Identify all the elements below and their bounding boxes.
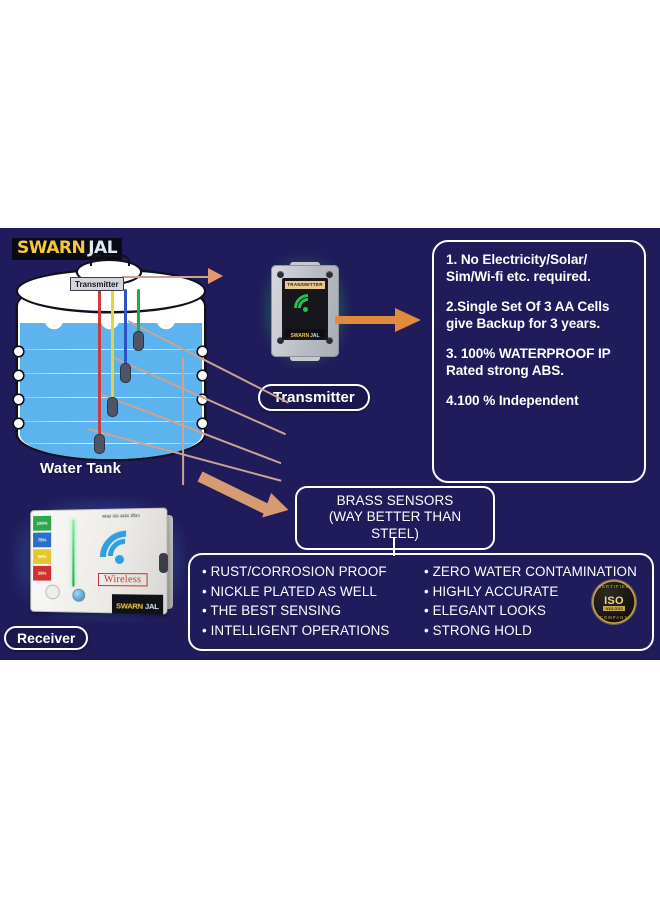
transmitter-screw [277, 337, 284, 344]
tank-notch [198, 371, 207, 380]
benefit-item: • ELEGANT LOOKS [424, 603, 547, 619]
benefits-box: • RUST/CORROSION PROOF • NICKLE PLATED A… [188, 553, 654, 651]
transmitter-label-pill: Transmitter [258, 384, 370, 411]
sensor-wire-yellow [111, 289, 115, 401]
receiver-label-pill: Receiver [4, 626, 89, 650]
receiver-wireless-label: Wireless [97, 573, 148, 587]
transmitter-screw [326, 337, 333, 344]
tank-notch [198, 419, 207, 428]
wifi-icon [288, 288, 328, 328]
tank-notch [14, 419, 23, 428]
iso-badge-top-text: CERTIFIED [598, 584, 630, 589]
transmitter-faceplate: TRANSMITTER SWARNJAL [282, 278, 328, 340]
tank-handle [90, 255, 130, 266]
transmitter-screw [326, 271, 333, 278]
tank-rib [22, 443, 200, 444]
tank-notch [198, 395, 207, 404]
benefit-item: • THE BEST SENSING [202, 603, 342, 619]
iso-badge-bottom-text: COMPANY [599, 615, 629, 620]
receiver-device: 100% 75% 50% 25% स्वच्छ जल स्वस्थ जीवन W… [14, 499, 193, 628]
tank-notch [14, 347, 23, 356]
sensor-probe-blue [121, 364, 130, 382]
iso-certified-badge: CERTIFIED ISO 9001:2015 COMPANY [592, 580, 636, 624]
receiver-logo-part2: JAL [144, 601, 159, 611]
feature-item-4: 4.100 % Independent [446, 392, 579, 408]
transmitter-screw [277, 271, 284, 278]
arrow-line-tank-to-transmitter [122, 276, 210, 279]
receiver-enclosure: 100% 75% 50% 25% स्वच्छ जल स्वस्थ जीवन W… [30, 507, 168, 615]
brass-header-connector [393, 538, 396, 556]
transmitter-logo-part2: JAL [310, 333, 320, 337]
benefits-left-column: • RUST/CORROSION PROOF • NICKLE PLATED A… [202, 562, 424, 643]
feature-item-2: 2.Single Set Of 3 AA Cells give Backup f… [446, 298, 610, 331]
wifi-icon [89, 519, 164, 595]
level-strip-100: 100% [33, 515, 52, 531]
benefit-item: • STRONG HOLD [424, 622, 532, 638]
sensor-probe-yellow [108, 398, 117, 416]
receiver-knob[interactable] [159, 553, 168, 573]
level-strip-25: 25% [33, 565, 52, 581]
arrow-head-to-brass [262, 493, 292, 525]
receiver-button[interactable] [72, 588, 86, 602]
benefit-item: • ZERO WATER CONTAMINATION [424, 564, 637, 579]
sensor-wire-red [98, 289, 102, 439]
arrow-line-to-features [335, 316, 397, 324]
tank-transmitter-tag: Transmitter [70, 277, 124, 291]
arrow-line-to-brass [197, 471, 273, 516]
brass-header-line1: BRASS SENSORS [336, 493, 454, 508]
iso-badge-sub-text: 9001:2015 [603, 606, 625, 611]
transmitter-mount-tab-bottom [290, 354, 320, 361]
benefit-item: • HIGHLY ACCURATE [424, 583, 559, 599]
iso-badge-main-text: ISO [604, 595, 624, 607]
benefit-item: • NICKLE PLATED AS WELL [202, 583, 377, 599]
tank-notch [14, 371, 23, 380]
receiver-led-bar [72, 519, 75, 587]
arrow-head-to-features [395, 308, 421, 332]
sensor-callout-vertical [181, 357, 185, 486]
tank-rib [22, 421, 200, 422]
tank-notch [198, 347, 207, 356]
transmitter-device: TRANSMITTER SWARNJAL [262, 256, 382, 416]
feature-item-1: 1. No Electricity/Solar/ Sim/Wi-fi etc. … [446, 252, 591, 284]
level-strip-75: 75% [33, 532, 52, 548]
benefit-item: • RUST/CORROSION PROOF [202, 564, 387, 579]
arrow-head-tank-to-transmitter [208, 268, 223, 284]
sensor-wire-green [137, 289, 141, 335]
tank-notch [14, 395, 23, 404]
feature-item-3: 3. 100% WATERPROOF IP Rated strong ABS. [446, 345, 611, 378]
receiver-speaker-icon [45, 584, 60, 600]
sensor-probe-green [134, 332, 143, 350]
benefits-right-column: • ZERO WATER CONTAMINATION • HIGHLY ACCU… [424, 562, 646, 643]
transmitter-label-text: TRANSMITTER [285, 281, 325, 289]
sensor-wire-blue [124, 289, 128, 367]
features-panel: 1. No Electricity/Solar/ Sim/Wi-fi etc. … [432, 240, 646, 483]
level-strip-50: 50% [33, 549, 52, 564]
benefit-item: • INTELLIGENT OPERATIONS [202, 622, 390, 638]
receiver-logo-part1: SWARN [115, 600, 143, 611]
brass-header-line2: (WAY BETTER THAN STEEL) [328, 509, 462, 541]
water-tank-diagram: Transmitter [10, 253, 220, 488]
brand-logo-part2: JAL [88, 238, 118, 258]
brand-logo-part1: SWARN [17, 238, 86, 258]
receiver-tagline: स्वच्छ जल स्वस्थ जीवन [101, 513, 140, 519]
water-tank-caption: Water Tank [40, 460, 122, 477]
sensor-probe-red [95, 435, 104, 453]
transmitter-brand-strip: SWARNJAL [285, 329, 325, 337]
transmitter-logo-part1: SWARN [290, 333, 310, 337]
